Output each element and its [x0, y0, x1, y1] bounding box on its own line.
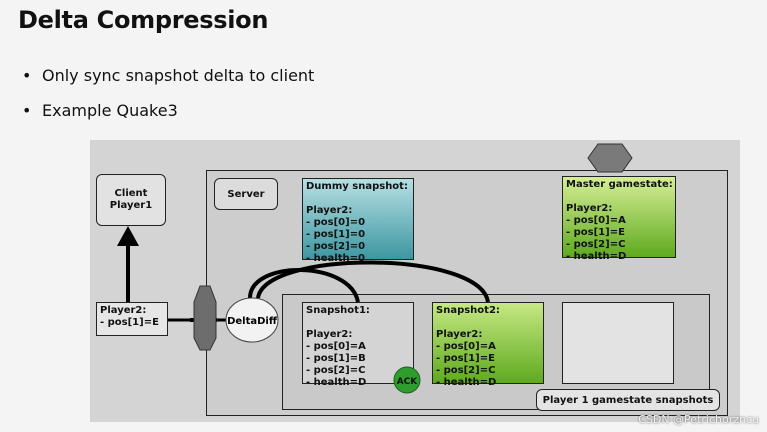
delta-packet-text: Player2: - pos[1]=E	[100, 305, 159, 328]
snapshot2-box: Snapshot2: Player2: - pos[0]=A - pos[1]=…	[432, 302, 544, 388]
bullet-1: •Only sync snapshot delta to client	[22, 66, 315, 85]
network-hexagon-left	[193, 285, 217, 351]
empty-snapshot-slot	[562, 302, 674, 384]
delta-compression-diagram: Server Client Player1 Dummy snapshot: Pl…	[90, 140, 740, 422]
ack-label: ACK	[397, 377, 419, 387]
server-label: Server	[214, 178, 278, 210]
watermark: CSDN @Petrichorzncu	[638, 413, 759, 426]
hexagon-top	[587, 143, 633, 173]
dummy-snapshot-text: Dummy snapshot: Player2: - pos[0]=0 - po…	[306, 181, 408, 264]
arrow-head	[117, 226, 139, 246]
deltadiff-label: DeltaDiff	[227, 316, 278, 327]
snapshot1-box: Snapshot1: Player2: - pos[0]=A - pos[1]=…	[302, 302, 414, 388]
curve-to-snapshot2	[256, 260, 490, 303]
delta-packet-box: Player2: - pos[1]=E	[96, 302, 168, 336]
dummy-snapshot-box: Dummy snapshot: Player2: - pos[0]=0 - po…	[302, 178, 414, 264]
snapshot1-text: Snapshot1: Player2: - pos[0]=A - pos[1]=…	[306, 305, 370, 388]
client-player1-box: Client Player1	[96, 174, 166, 226]
bullet-2: •Example Quake3	[22, 101, 178, 120]
snapshot2-text: Snapshot2: Player2: - pos[0]=A - pos[1]=…	[436, 305, 500, 388]
snapshots-label: Player 1 gamestate snapshots	[536, 389, 720, 411]
ack-node	[393, 366, 421, 394]
diagram-connectors: DeltaDiff ACK	[117, 143, 633, 394]
master-gamestate-box: Master gamestate: Player2: - pos[0]=A - …	[562, 176, 676, 262]
master-gamestate-text: Master gamestate: Player2: - pos[0]=A - …	[566, 179, 673, 262]
deltadiff-node	[225, 297, 279, 343]
slide-title: Delta Compression	[18, 6, 269, 34]
